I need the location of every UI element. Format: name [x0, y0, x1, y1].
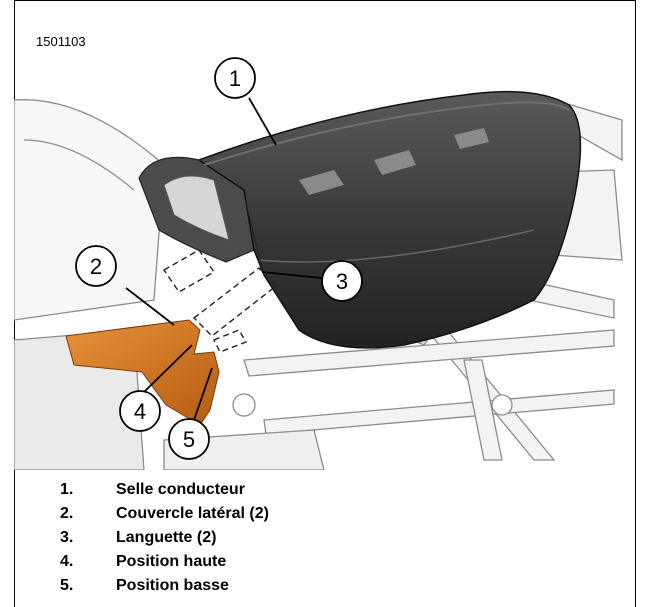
legend-text: Languette (2)	[116, 529, 217, 546]
legend-text: Couvercle latéral (2)	[116, 505, 269, 522]
svg-text:4: 4	[134, 399, 146, 424]
legend-item: 1. Selle conducteur	[60, 478, 269, 502]
legend-item: 2. Couvercle latéral (2)	[60, 502, 269, 526]
legend-number: 2.	[60, 505, 74, 522]
legend-text: Position haute	[116, 553, 227, 570]
callout-4: 4	[119, 390, 161, 432]
callout-5: 5	[168, 418, 210, 460]
legend-text: Selle conducteur	[116, 481, 245, 498]
svg-text:1: 1	[229, 66, 241, 91]
side-cover	[65, 319, 220, 426]
legend-item: 3. Languette (2)	[60, 526, 269, 550]
tab-guides	[162, 249, 278, 353]
legend-number: 3.	[60, 529, 74, 546]
svg-text:5: 5	[183, 427, 195, 452]
callout-2: 2	[75, 245, 117, 287]
figure-id: 1501103	[36, 34, 86, 49]
driver-seat	[138, 90, 582, 349]
callout-3: 3	[321, 260, 363, 302]
svg-text:3: 3	[336, 269, 348, 294]
legend-list: 1. Selle conducteur 2. Couvercle latéral (…	[60, 478, 269, 598]
leader-lines	[125, 97, 323, 421]
motorcycle-seat-illustration: 1 2 3 4 5	[14, 57, 623, 470]
legend-number: 5.	[60, 577, 74, 594]
svg-text:2: 2	[90, 254, 102, 279]
legend-number: 4.	[60, 553, 74, 570]
legend-item: 5. Position basse	[60, 574, 269, 598]
legend-number: 1.	[60, 481, 74, 498]
legend-text: Position basse	[116, 577, 229, 594]
legend-item: 4. Position haute	[60, 550, 269, 574]
callout-1: 1	[214, 57, 256, 99]
